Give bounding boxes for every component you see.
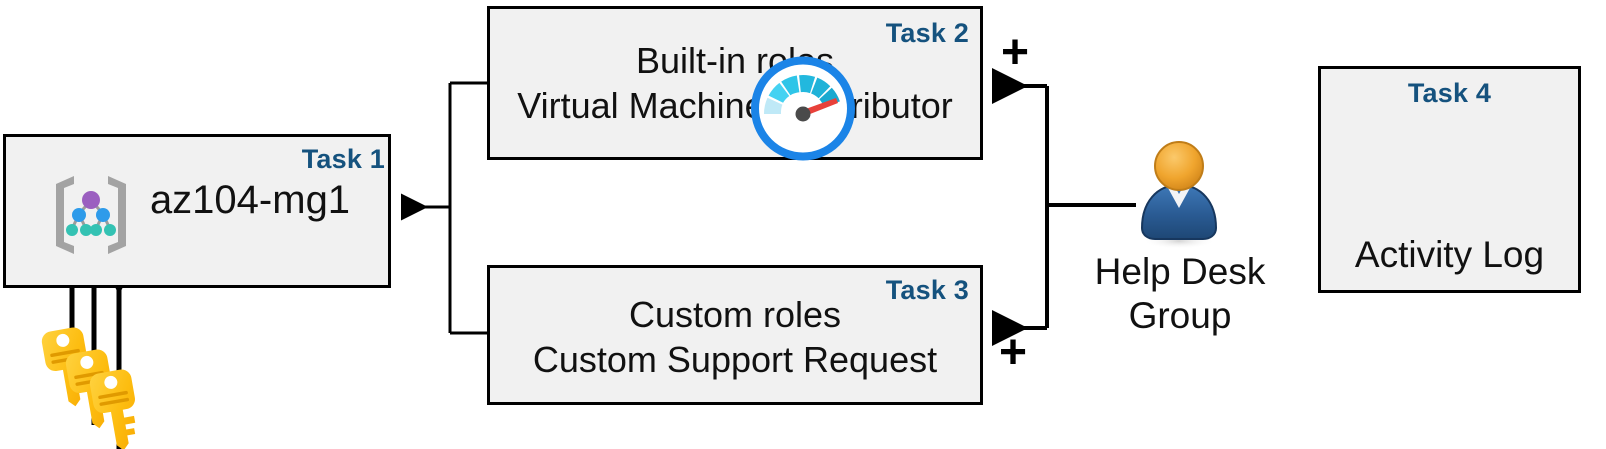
task-4-badge: Task 4	[1407, 78, 1492, 108]
helpdesk-group-label: Help Desk Group	[1075, 250, 1285, 338]
task-3-line-1: Custom roles	[628, 294, 842, 335]
task-4-label: Activity Log	[1354, 234, 1545, 275]
task-1-badge: Task 1	[301, 144, 385, 174]
task-1-label: az104-mg1	[149, 178, 351, 222]
plus-icon-bottom: +	[999, 326, 1028, 379]
task-3-line-2: Custom Support Request	[532, 339, 938, 380]
task-1-box[interactable]	[3, 134, 391, 288]
helpdesk-group-line-2: Group	[1128, 295, 1232, 336]
keys-icon	[41, 327, 136, 449]
task-3-badge: Task 3	[885, 275, 969, 305]
connector-roles-to-management-group	[401, 81, 487, 335]
helpdesk-group-line-1: Help Desk	[1094, 251, 1266, 292]
task-2-badge: Task 2	[885, 18, 969, 48]
plus-icon-top: +	[1001, 26, 1030, 79]
task-2-line-2: Virtual Machine Contributor	[517, 85, 953, 126]
activity-log-gauge-icon	[751, 56, 855, 161]
task-4-box[interactable]	[1318, 66, 1581, 293]
task-2-box[interactable]	[487, 6, 983, 160]
management-group-icon	[56, 176, 126, 254]
user-group-icon	[1140, 141, 1218, 249]
task-2-line-1: Built-in roles	[635, 40, 835, 81]
task-3-box[interactable]	[487, 265, 983, 405]
